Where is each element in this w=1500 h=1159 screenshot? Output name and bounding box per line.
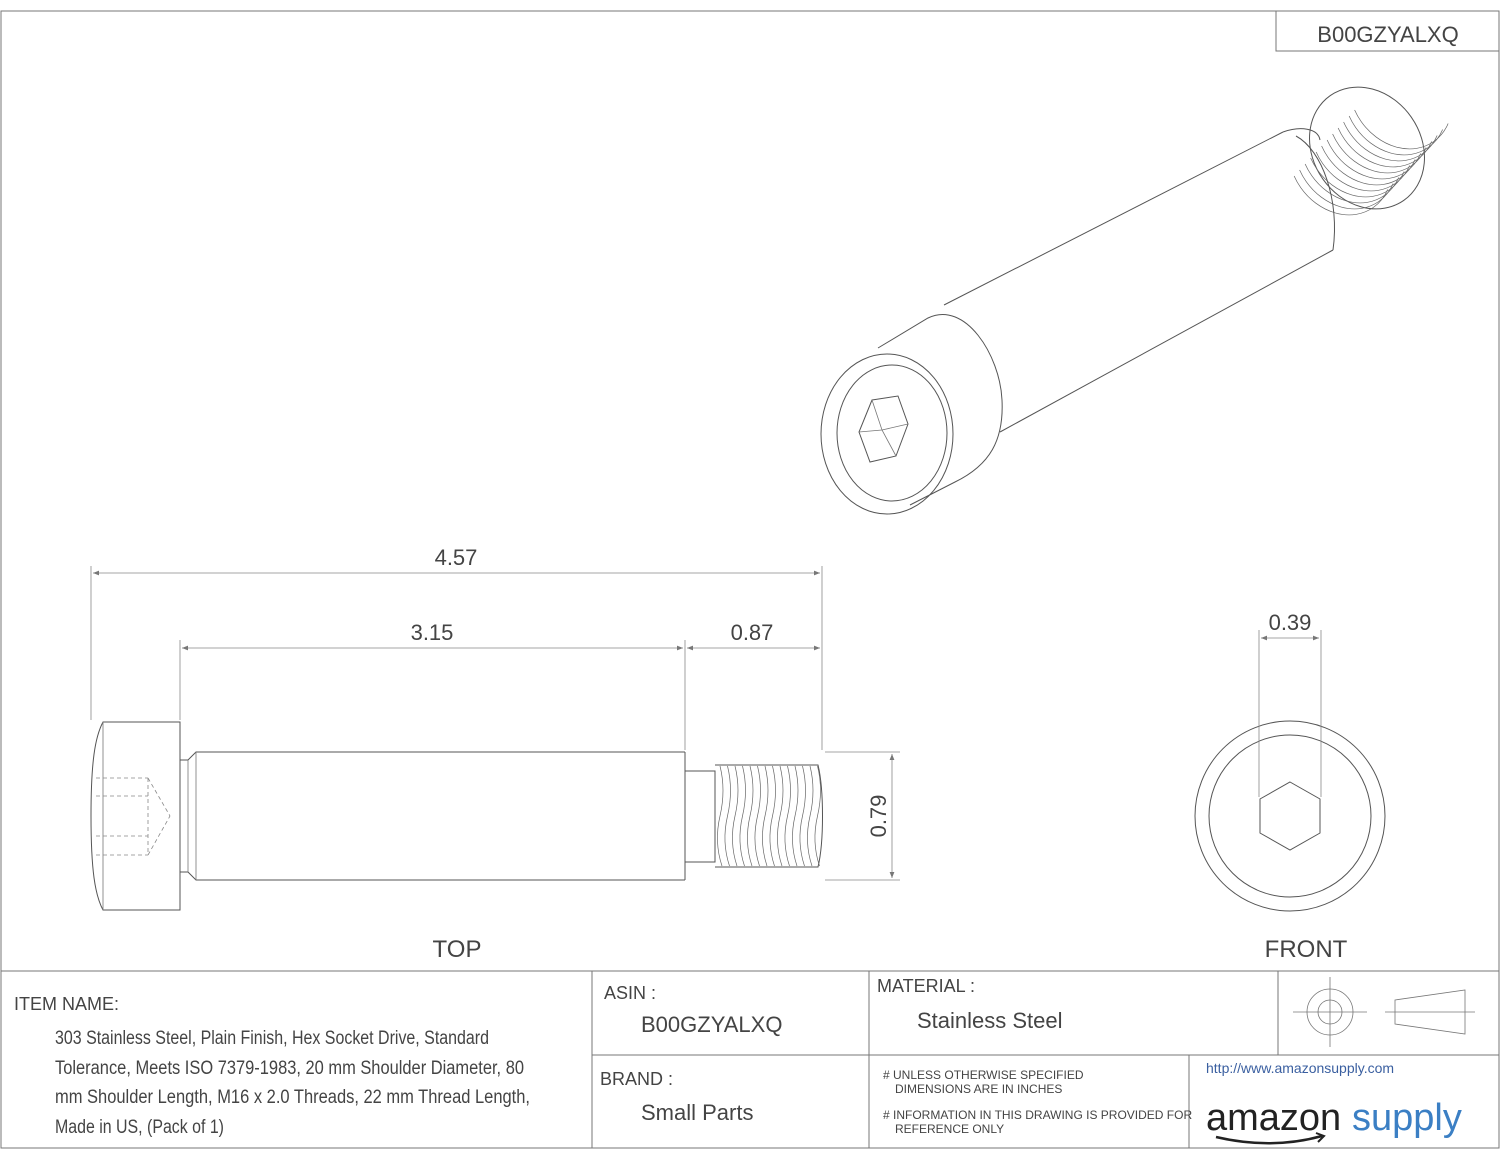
top-thread [715, 764, 823, 868]
iso-shoulder [943, 128, 1335, 433]
part-number: B00GZYALXQ [1317, 22, 1458, 47]
dim-overall-length: 4.57 [90, 545, 823, 750]
thread-crest [777, 765, 784, 867]
brand-label: BRAND : [600, 1069, 673, 1089]
iso-thread-ring [1326, 62, 1431, 174]
thread-crest [799, 765, 806, 867]
logo-amazon-text: amazon [1206, 1097, 1341, 1139]
dim-hex-size: 0.39 [1258, 610, 1322, 797]
iso-thread-ring [1304, 86, 1409, 198]
asin-label: ASIN : [604, 983, 656, 1003]
iso-thread-ring [1293, 98, 1398, 210]
logo-supply-text: supply [1352, 1097, 1462, 1139]
thread-crest [792, 765, 799, 867]
iso-thread-ring [1321, 68, 1425, 180]
dim-overall-length-value: 4.57 [435, 545, 478, 570]
iso-thread-ring [1337, 50, 1442, 162]
thread-crest [807, 765, 814, 867]
thread-crest [717, 765, 724, 867]
thread-crest [814, 765, 821, 867]
iso-thread [1288, 38, 1453, 216]
part-number-box: B00GZYALXQ [1275, 10, 1500, 52]
thread-crest [762, 765, 769, 867]
front-view: 0.39 FRONT [1194, 610, 1386, 963]
material-value: Stainless Steel [917, 1008, 1063, 1033]
note-1: # UNLESS OTHERWISE SPECIFIED [883, 1068, 1084, 1082]
dim-shoulder-diameter: 0.79 [825, 751, 900, 881]
front-inner-circle [1208, 734, 1372, 898]
iso-head [820, 314, 1003, 515]
iso-thread-ring [1315, 74, 1420, 186]
brand-value: Small Parts [641, 1100, 753, 1125]
dim-shoulder-length: 3.15 [179, 620, 686, 750]
asin-value: B00GZYALXQ [641, 1012, 782, 1037]
iso-thread-ring [1348, 38, 1453, 150]
top-view: 4.57 3.15 0.87 0.79 TOP [90, 545, 900, 963]
dim-thread-length: 0.87 [687, 620, 820, 651]
material-label: MATERIAL : [877, 976, 975, 996]
iso-thread-ring [1343, 44, 1447, 156]
dim-thread-length-value: 0.87 [731, 620, 774, 645]
front-hex-socket [1259, 781, 1321, 851]
item-name-line-4: Made in US, (Pack of 1) [55, 1117, 224, 1138]
dim-hex-size-value: 0.39 [1269, 610, 1312, 635]
note-4: REFERENCE ONLY [895, 1122, 1004, 1136]
iso-thread-ring [1332, 56, 1436, 168]
dim-shoulder-diameter-value: 0.79 [866, 795, 891, 838]
thread-crest [724, 765, 731, 867]
thread-crest [754, 765, 761, 867]
item-name-line-1: 303 Stainless Steel, Plain Finish, Hex S… [55, 1028, 489, 1049]
dim-shoulder-length-value: 3.15 [411, 620, 454, 645]
front-outer-circle [1194, 720, 1386, 912]
item-name-line-3: mm Shoulder Length, M16 x 2.0 Threads, 2… [55, 1087, 530, 1108]
top-hidden-socket [96, 777, 171, 856]
thread-crest [732, 765, 739, 867]
top-head [90, 721, 181, 911]
logo-smile-icon [1215, 1134, 1323, 1145]
title-block: ITEM NAME: 303 Stainless Steel, Plain Fi… [1, 970, 1499, 1148]
thread-crest [747, 765, 754, 867]
view-label-front: FRONT [1265, 936, 1348, 963]
iso-thread-ring [1310, 80, 1414, 192]
iso-thread-ring [1288, 104, 1392, 216]
isometric-view [820, 38, 1453, 515]
projection-symbol [1293, 977, 1475, 1047]
hex-socket-iso [858, 395, 909, 463]
item-name-label: ITEM NAME: [14, 994, 119, 1014]
thread-crest [769, 765, 776, 867]
thread-crest [739, 765, 746, 867]
drawing-frame [0, 10, 1500, 1149]
iso-thread-ring [1299, 92, 1403, 204]
amazonsupply-logo: amazon supply [1206, 1097, 1462, 1145]
thread-crest [784, 765, 791, 867]
view-label-top: TOP [433, 936, 482, 963]
item-name-line-2: Tolerance, Meets ISO 7379-1983, 20 mm Sh… [55, 1058, 524, 1079]
note-3: # INFORMATION IN THIS DRAWING IS PROVIDE… [883, 1108, 1192, 1122]
note-2: DIMENSIONS ARE IN INCHES [895, 1082, 1062, 1096]
website-link[interactable]: http://www.amazonsupply.com [1206, 1060, 1394, 1076]
